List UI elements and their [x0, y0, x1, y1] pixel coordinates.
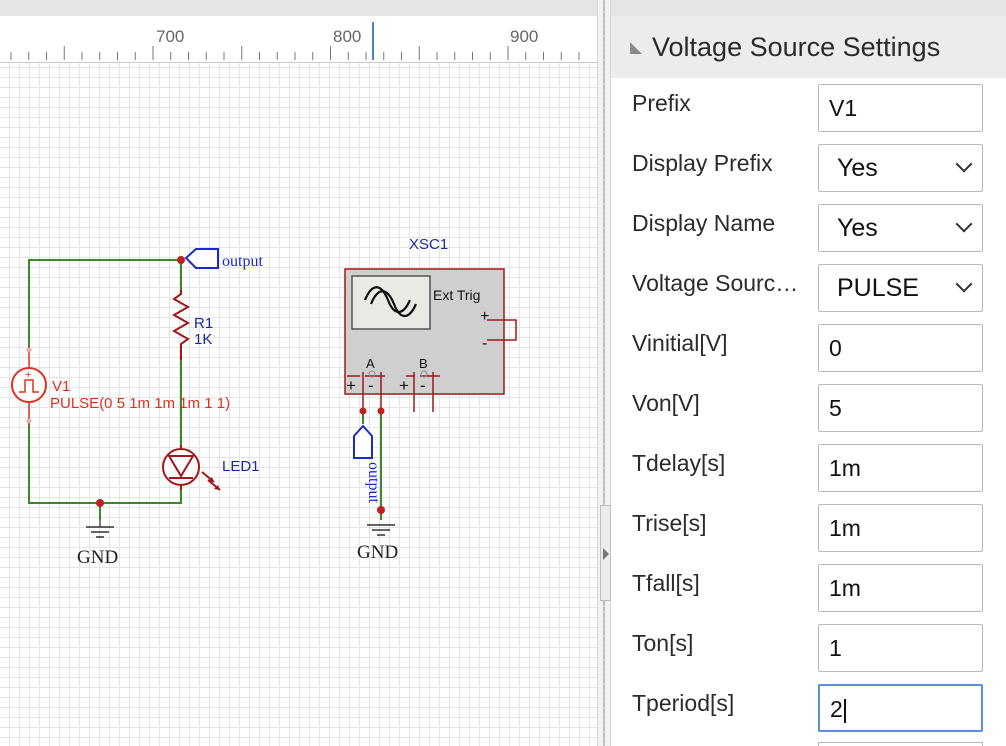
net-label-output-2[interactable]	[353, 424, 373, 459]
ground-label-1: GND	[77, 547, 118, 568]
net-label-output-text-2: output	[365, 462, 382, 503]
horizontal-ruler: 700 800 900	[0, 16, 597, 63]
junction-node	[377, 407, 385, 415]
scope-a-minus: -	[368, 376, 374, 395]
field-row-von: Von[V] 5	[611, 384, 1006, 444]
field-label: Tdelay[s]	[632, 450, 726, 476]
scope-a-plus: +	[346, 376, 356, 395]
ground-symbol-1[interactable]	[86, 520, 114, 538]
voltage-source-settings-header[interactable]: Voltage Source Settings	[611, 16, 1006, 78]
field-row-tfall: Tfall[s] 1m	[611, 564, 1006, 624]
field-label: Tperiod[s]	[632, 690, 735, 716]
ruler-label-900: 900	[510, 27, 538, 46]
led-name: LED1	[222, 458, 260, 475]
field-label: Vinitial[V]	[632, 330, 728, 356]
junction-node	[96, 499, 104, 507]
von-input[interactable]: 5	[818, 384, 983, 432]
chevron-down-icon	[955, 215, 973, 233]
field-label: Trise[s]	[632, 510, 707, 536]
scope-channel-a: A	[366, 356, 375, 371]
trise-input[interactable]: 1m	[818, 504, 983, 552]
schematic-canvas[interactable]: 700 800 900 output R1 1K	[0, 0, 597, 746]
ground-symbol-2[interactable]	[367, 524, 395, 536]
pulse-voltage-source-v1[interactable]: +	[11, 345, 47, 425]
field-row-display-name: Display Name Yes	[611, 204, 1006, 264]
field-row-tperiod: Tperiod[s] 2	[611, 684, 1006, 744]
display-name-select[interactable]: Yes	[818, 204, 983, 252]
vinitial-input[interactable]: 0	[818, 324, 983, 372]
properties-panel: Voltage Source Settings Prefix V1 Displa…	[611, 0, 1006, 746]
section-title: Voltage Source Settings	[652, 32, 941, 62]
field-label: Von[V]	[632, 390, 700, 416]
field-label: Voltage Sourc…	[632, 270, 799, 296]
field-label: Display Name	[632, 210, 776, 236]
voltage-source-type-select[interactable]: PULSE	[818, 264, 983, 312]
field-row-prefix: Prefix V1	[611, 84, 1006, 144]
display-prefix-select[interactable]: Yes	[818, 144, 983, 192]
junction-node	[377, 506, 385, 514]
field-row-trise: Trise[s] 1m	[611, 504, 1006, 564]
splitter-grip	[603, 0, 605, 746]
field-row-display-prefix: Display Prefix Yes	[611, 144, 1006, 204]
text-caret	[843, 698, 846, 723]
tperiod-input[interactable]: 2	[818, 684, 983, 732]
scope-trig-plus: +	[480, 308, 489, 325]
tfall-input[interactable]: 1m	[818, 564, 983, 612]
field-row-vinitial: Vinitial[V] 0	[611, 324, 1006, 384]
field-row-tdelay: Tdelay[s] 1m	[611, 444, 1006, 504]
field-row-voltage-source: Voltage Sourc… PULSE	[611, 264, 1006, 324]
tdelay-input[interactable]: 1m	[818, 444, 983, 492]
svg-text:+: +	[25, 369, 31, 381]
field-label: Ton[s]	[632, 630, 694, 656]
panel-collapse-handle[interactable]	[600, 505, 611, 601]
net-label-output-text-1: output	[222, 253, 263, 270]
circuit-wires	[28, 259, 182, 520]
field-label: Prefix	[632, 90, 691, 116]
scope-b-minus: -	[420, 376, 426, 395]
expand-arrow-icon	[603, 548, 609, 560]
scope-b-plus: +	[399, 376, 409, 395]
net-label-output-1[interactable]	[184, 248, 219, 269]
ruler-top-bar	[0, 0, 597, 16]
chevron-down-icon	[955, 275, 973, 293]
ruler-ticks: 700 800 900	[10, 22, 580, 60]
circuit-diagram: output R1 1K + V1 PULSE(0 5 1m 1m 1m 1 1…	[11, 236, 517, 568]
ton-input[interactable]: 1	[818, 624, 983, 672]
panel-splitter[interactable]	[597, 0, 611, 746]
scope-ext-trig: Ext Trig	[433, 287, 480, 303]
chevron-down-icon	[955, 155, 973, 173]
ruler-label-800: 800	[333, 27, 361, 46]
scope-name: XSC1	[409, 236, 448, 253]
junction-node	[359, 407, 367, 415]
prefix-input[interactable]: V1	[818, 84, 983, 132]
resistor-name: R1	[194, 315, 213, 332]
source-spec: PULSE(0 5 1m 1m 1m 1 1)	[50, 395, 230, 412]
field-label: Display Prefix	[632, 150, 773, 176]
resistor-value: 1K	[194, 331, 212, 348]
junction-node	[177, 256, 185, 264]
panel-top-bar	[611, 0, 1006, 16]
resistor-r1[interactable]	[171, 290, 191, 360]
scope-trig-minus: -	[482, 335, 487, 352]
oscilloscope-xsc1[interactable]	[344, 268, 517, 412]
field-row-ton: Ton[s] 1	[611, 624, 1006, 684]
ruler-label-700: 700	[156, 27, 184, 46]
scope-channel-b: B	[419, 356, 428, 371]
collapse-triangle-icon	[630, 42, 642, 54]
ground-label-2: GND	[357, 542, 398, 563]
tperiod-value: 2	[830, 696, 843, 722]
led-component[interactable]	[162, 445, 221, 491]
source-name: V1	[52, 378, 70, 395]
next-field-partial	[818, 742, 983, 746]
field-label: Tfall[s]	[632, 570, 700, 596]
